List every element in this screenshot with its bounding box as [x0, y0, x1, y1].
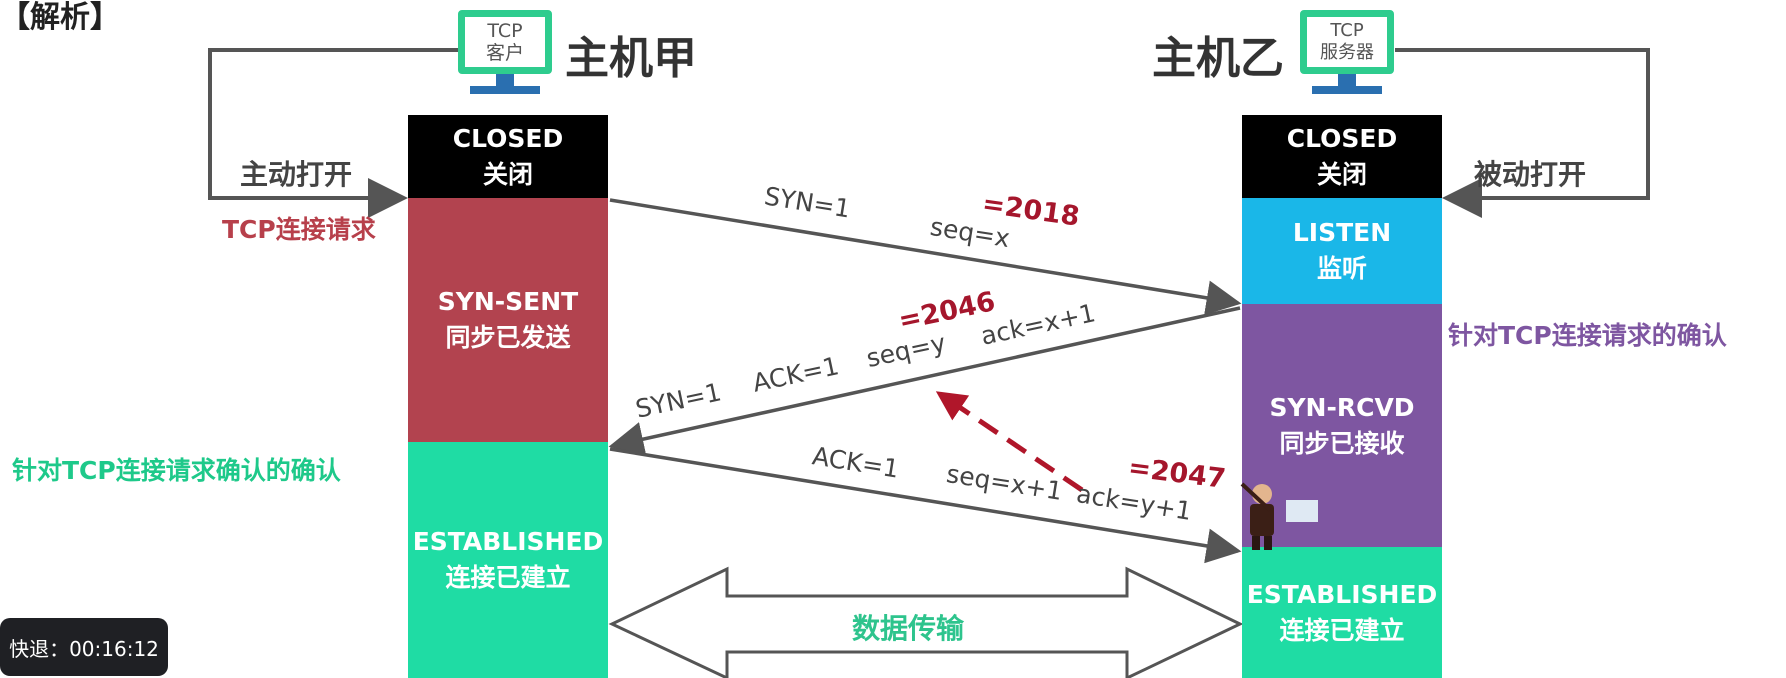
server-closed-en: CLOSED [1286, 123, 1398, 153]
active-open-label: 主动打开 [240, 158, 353, 191]
client-established-en: ESTABLISHED [412, 527, 604, 556]
server-ack-note: 针对TCP连接请求的确认 [1448, 321, 1727, 350]
tcp-request-note: TCP连接请求 [222, 215, 376, 244]
presenter-illustration [1240, 482, 1318, 550]
client-monitor-line1: TCP [487, 20, 523, 42]
listen-en: LISTEN [1292, 218, 1392, 247]
client-established-zh: 连接已建立 [445, 563, 571, 592]
client-closed-zh: 关闭 [482, 159, 533, 189]
server-monitor-line1: TCP [1330, 20, 1364, 41]
client-closed-en: CLOSED [452, 123, 564, 153]
client-monitor-line2: 客户 [485, 42, 524, 64]
server-host-title: 主机乙 [1152, 33, 1284, 84]
message-syn-arrow [609, 198, 1242, 316]
server-monitor-icon: TCP 服务器 [1300, 10, 1394, 94]
client-state-established: ESTABLISHED 连接已建立 [408, 442, 608, 678]
syn-rcvd-zh: 同步已接收 [1279, 428, 1405, 458]
client-monitor-icon: TCP 客户 [458, 10, 552, 94]
message-ack-arrow [609, 447, 1242, 564]
server-state-syn-rcvd: SYN-RCVD 同步已接收 [1242, 304, 1442, 547]
client-open-path [208, 48, 458, 218]
section-header: 【解析】 [0, 0, 120, 35]
listen-zh: 监听 [1316, 254, 1367, 283]
data-transfer-arrow [608, 566, 1244, 678]
server-open-path [1395, 48, 1650, 218]
playback-timer: 快退：00:16:12 [0, 618, 168, 676]
syn-sent-en: SYN-SENT [437, 287, 579, 316]
data-transfer-label: 数据传输 [852, 612, 965, 645]
passive-open-label: 被动打开 [1474, 158, 1587, 191]
server-state-listen: LISTEN 监听 [1242, 198, 1442, 304]
client-state-closed: CLOSED 关闭 [408, 115, 608, 198]
client-host-title: 主机甲 [565, 33, 697, 84]
red-dashed-pointer [935, 391, 1084, 493]
client-ack-note: 针对TCP连接请求确认的确认 [12, 456, 341, 485]
server-established-en: ESTABLISHED [1246, 579, 1438, 609]
server-established-zh: 连接已建立 [1279, 615, 1405, 645]
server-closed-zh: 关闭 [1316, 159, 1367, 189]
client-state-syn-sent: SYN-SENT 同步已发送 [408, 198, 608, 442]
syn-sent-zh: 同步已发送 [445, 323, 571, 352]
message-syn-ack-arrow [608, 306, 1241, 457]
syn-rcvd-en: SYN-RCVD [1269, 392, 1415, 422]
server-state-established: ESTABLISHED 连接已建立 [1242, 547, 1442, 678]
server-monitor-line2: 服务器 [1320, 42, 1374, 63]
server-state-closed: CLOSED 关闭 [1242, 115, 1442, 198]
